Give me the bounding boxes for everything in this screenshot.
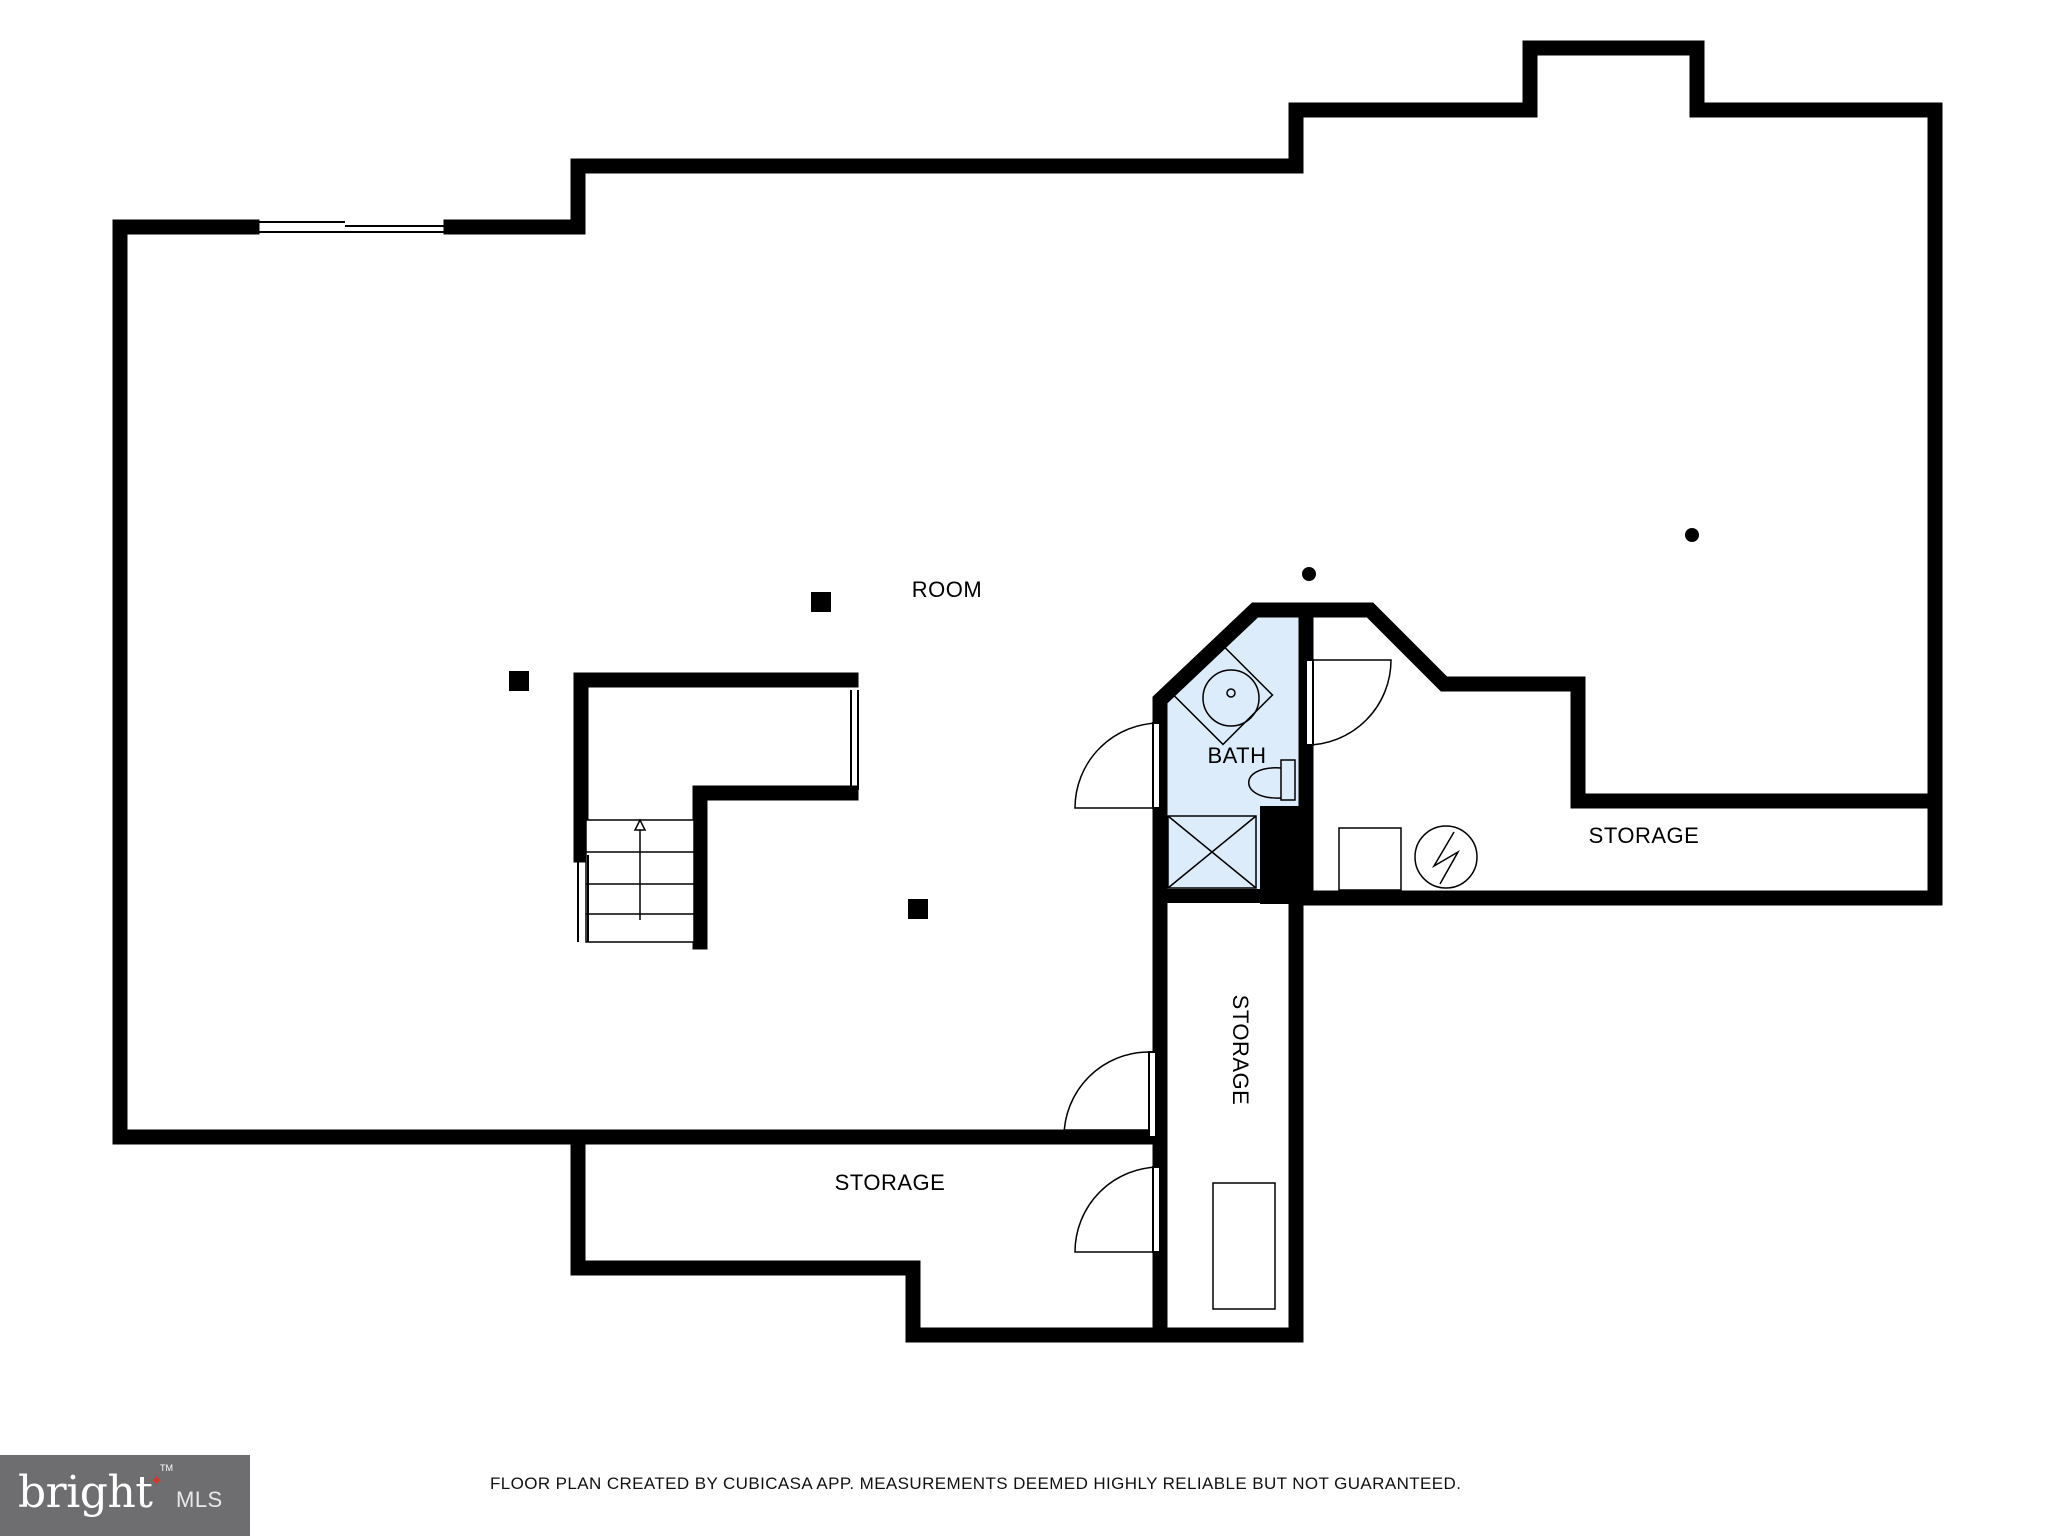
- post: [1302, 567, 1316, 581]
- room-label: ROOM: [912, 577, 982, 602]
- column: [811, 592, 831, 612]
- disclaimer-text: FLOOR PLAN CREATED BY CUBICASA APP. MEAS…: [490, 1474, 1462, 1493]
- outer-wall: [112, 40, 1943, 1343]
- bath-label: BATH: [1207, 743, 1266, 768]
- logo-mls: MLS: [176, 1487, 223, 1512]
- column: [509, 671, 529, 691]
- chimney: [1260, 806, 1300, 904]
- storage-right-door[interactable]: [1305, 659, 1392, 746]
- stair-opening: [850, 690, 859, 790]
- toilet: [1248, 759, 1296, 801]
- storage-right-label: STORAGE: [1589, 823, 1700, 848]
- appliance-box: [1338, 827, 1402, 891]
- water-heater: [1414, 825, 1478, 889]
- storage-bottom-door[interactable]: [1074, 1166, 1161, 1253]
- staircase: [577, 818, 695, 943]
- storage-cabinet: [1212, 1182, 1276, 1310]
- sink: [1172, 644, 1274, 746]
- room-south-door[interactable]: [1063, 1051, 1157, 1138]
- storage-vertical-label: STORAGE: [1228, 995, 1253, 1106]
- storage-bottom-label: STORAGE: [835, 1170, 946, 1195]
- sliding-door: [252, 221, 451, 233]
- bath-door[interactable]: [1074, 722, 1161, 809]
- bath-wall: [1152, 602, 1943, 1145]
- stair-wall: [573, 672, 859, 950]
- bright-mls-logo: bright ✦ TM MLS: [0, 1455, 250, 1536]
- logo-trademark: TM: [160, 1463, 173, 1473]
- post: [1685, 528, 1699, 542]
- logo-brand: bright: [18, 1467, 153, 1518]
- logo-star-icon: ✦: [150, 1471, 164, 1490]
- column: [908, 899, 928, 919]
- shower: [1167, 815, 1257, 889]
